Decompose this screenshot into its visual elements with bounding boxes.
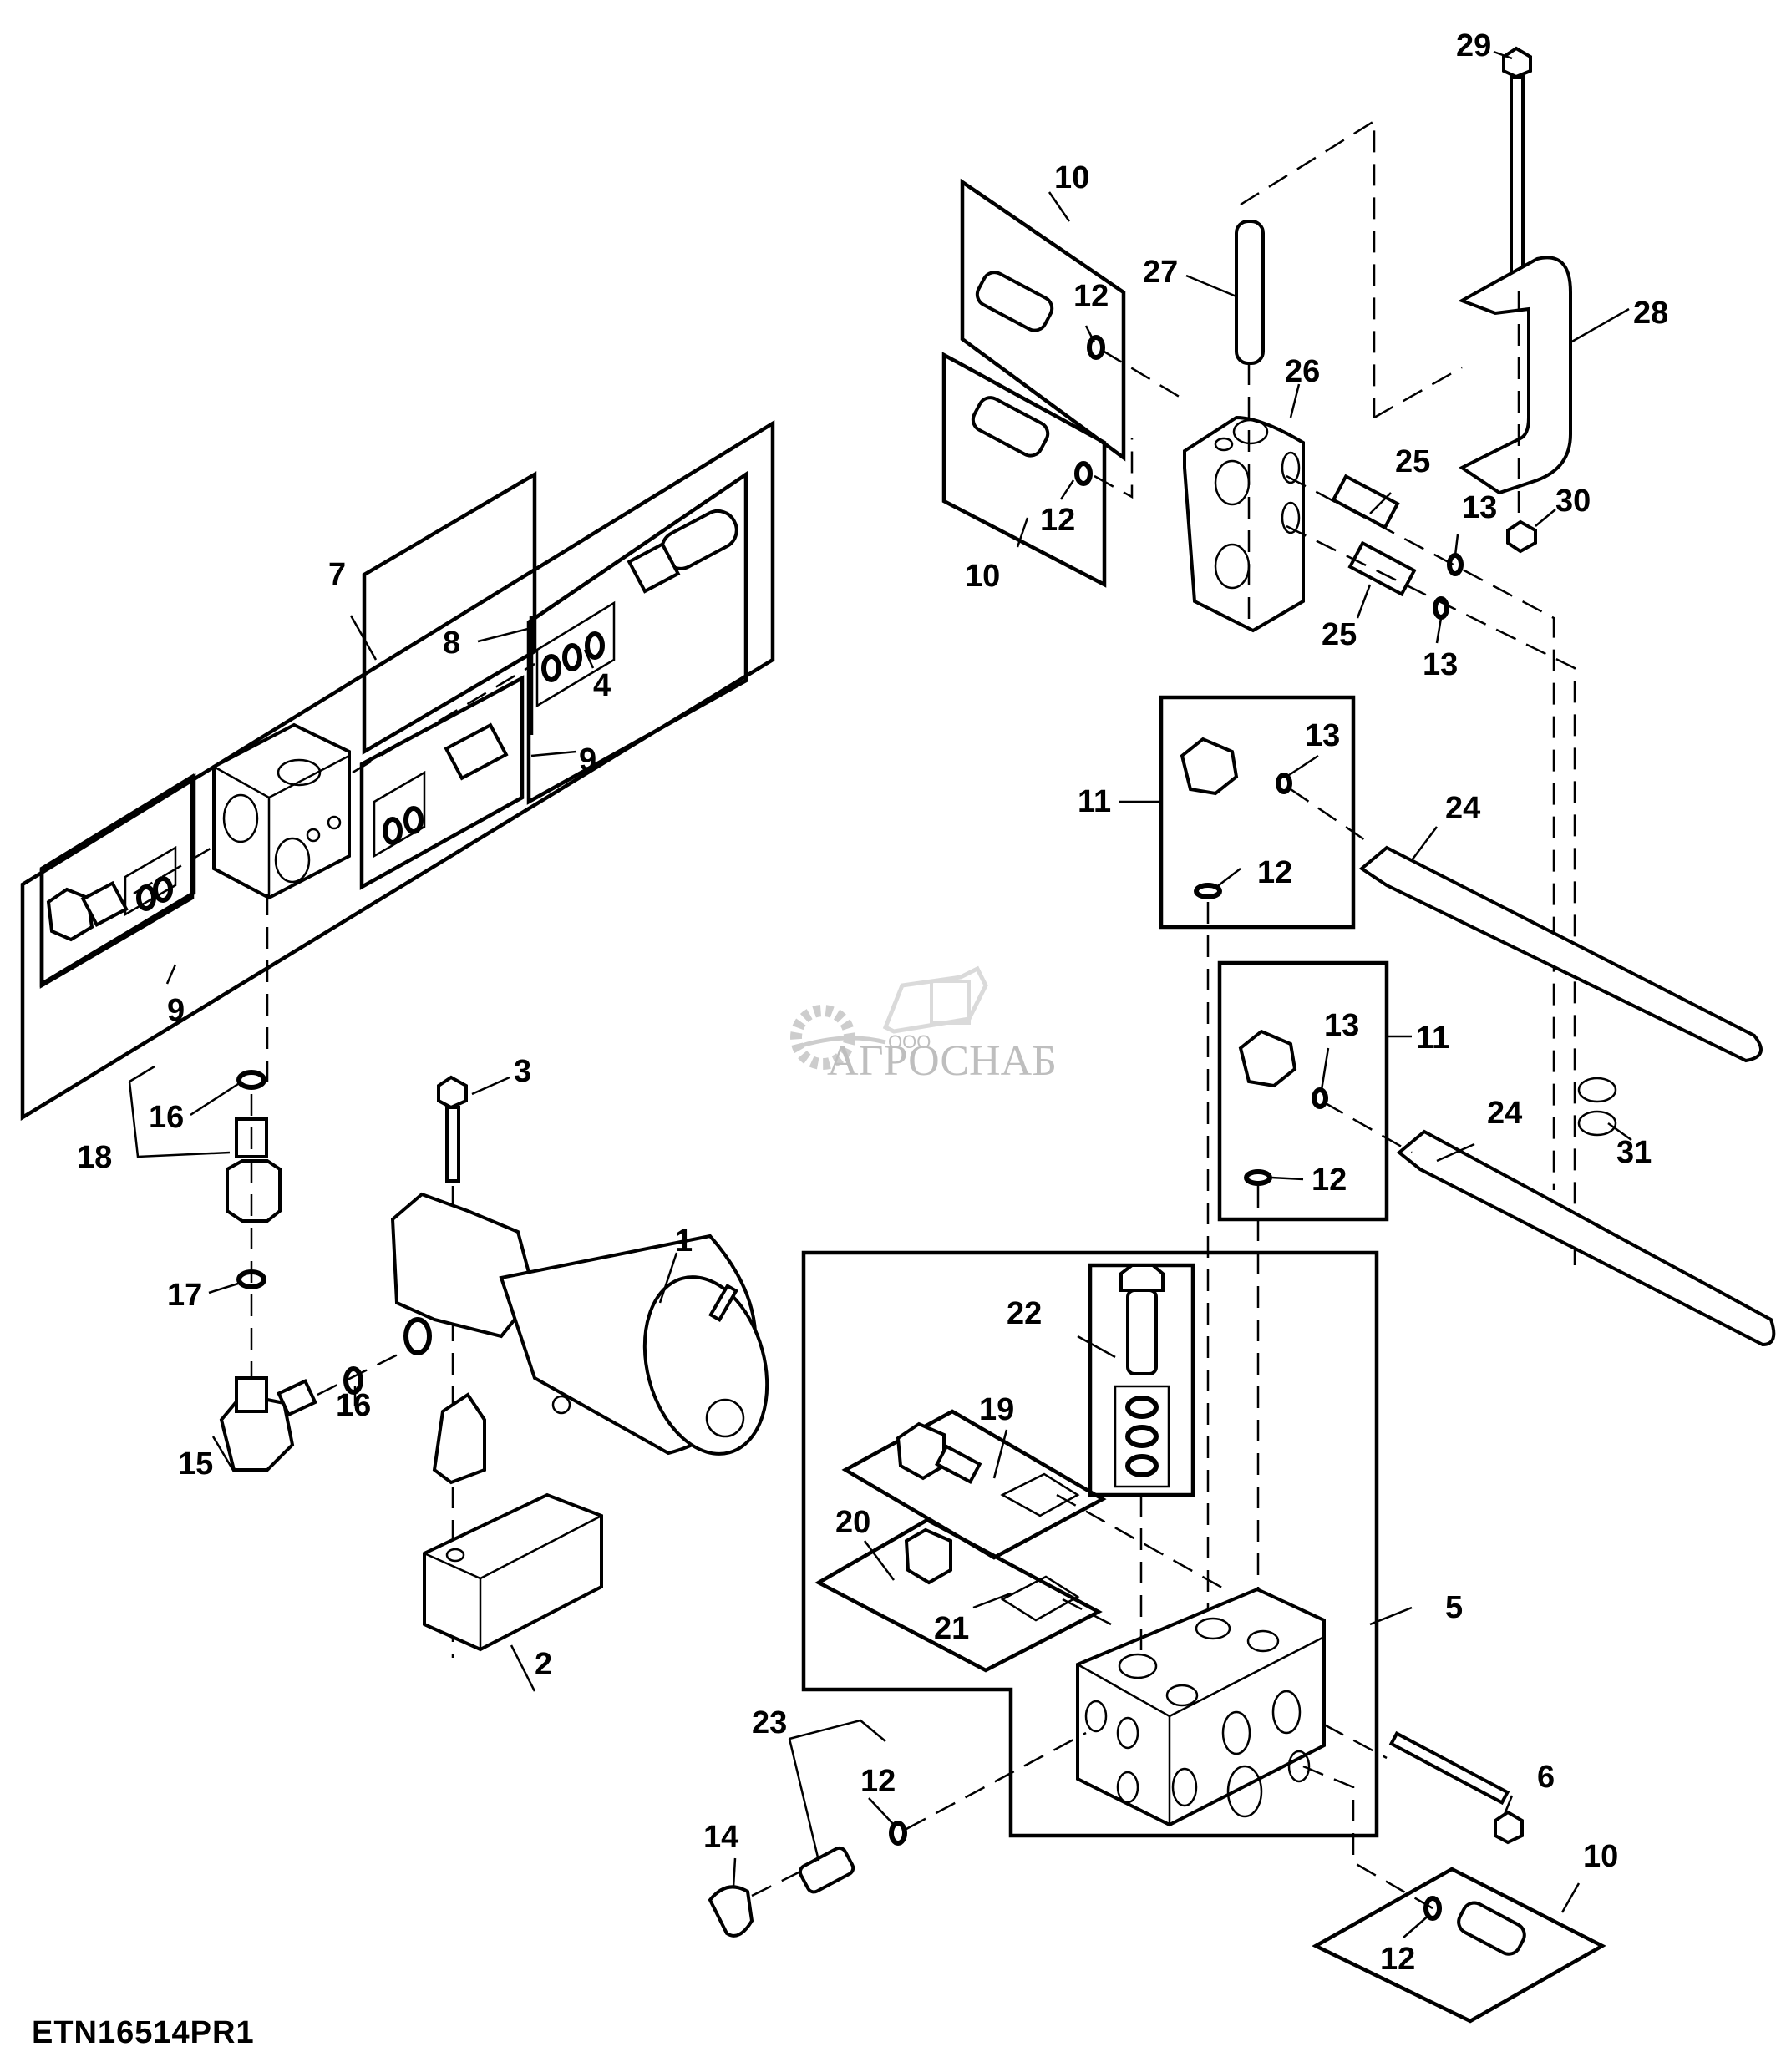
callout-4[interactable]: 4 bbox=[593, 668, 611, 703]
watermark-name: АГРОСНАБ bbox=[827, 1037, 1057, 1085]
hose-clamp-31 bbox=[1577, 1077, 1617, 1137]
electric-motor-pump-1 bbox=[390, 1192, 769, 1485]
callout-9-middle[interactable]: 9 bbox=[579, 742, 596, 778]
callout-16-upper[interactable]: 16 bbox=[149, 1100, 184, 1135]
callout-13-mid-a[interactable]: 13 bbox=[1305, 718, 1340, 753]
subframe-11-upper bbox=[1159, 695, 1356, 930]
solenoid-cartridge-8 bbox=[541, 509, 738, 682]
callout-16-lower[interactable]: 16 bbox=[336, 1388, 371, 1423]
bracket-28 bbox=[1458, 256, 1572, 495]
callout-labels: 7 8 4 9 9 16 18 17 15 16 3 1 2 10 12 12 … bbox=[77, 28, 1668, 1977]
callout-13-upper-a[interactable]: 13 bbox=[1462, 490, 1497, 525]
callout-12-upper-b[interactable]: 12 bbox=[1040, 503, 1075, 538]
assembly-7-frame bbox=[20, 419, 775, 1122]
callout-10-bottom[interactable]: 10 bbox=[1583, 1839, 1618, 1874]
elbow-11-lower bbox=[1238, 1029, 1328, 1186]
callout-12-upper-a[interactable]: 12 bbox=[1073, 279, 1109, 314]
callout-27[interactable]: 27 bbox=[1143, 255, 1178, 290]
callout-14[interactable]: 14 bbox=[703, 1820, 738, 1855]
fitting-18 bbox=[226, 1070, 282, 1289]
callout-12-fitting-23[interactable]: 12 bbox=[860, 1764, 896, 1799]
subframe-5 bbox=[801, 1250, 1379, 1838]
valve-block-5 bbox=[1076, 1587, 1326, 1827]
callout-10-upper[interactable]: 10 bbox=[1054, 160, 1089, 195]
subframe-9-middle bbox=[359, 675, 525, 890]
callout-13-mid-b[interactable]: 13 bbox=[1324, 1008, 1359, 1043]
callout-11-upper[interactable]: 11 bbox=[1078, 784, 1111, 819]
subframe-11-lower bbox=[1217, 960, 1389, 1222]
callout-19[interactable]: 19 bbox=[979, 1392, 1014, 1427]
callout-12-mid-a[interactable]: 12 bbox=[1257, 855, 1292, 890]
callout-6[interactable]: 6 bbox=[1537, 1760, 1555, 1795]
fitting-23 bbox=[798, 1821, 907, 1894]
valve-block-7 bbox=[212, 722, 351, 900]
pressure-switch-10-lower bbox=[971, 396, 1093, 486]
callout-2[interactable]: 2 bbox=[535, 1647, 552, 1682]
callout-22[interactable]: 22 bbox=[1007, 1296, 1042, 1331]
pressure-switch-10-bottom bbox=[1423, 1896, 1526, 1956]
subframe-10-lower bbox=[941, 352, 1107, 588]
elbow-11-upper bbox=[1180, 737, 1292, 899]
subframe-8 bbox=[526, 470, 748, 805]
callout-17[interactable]: 17 bbox=[167, 1278, 202, 1313]
spacer-block-2 bbox=[423, 1492, 603, 1652]
callout-10-lower[interactable]: 10 bbox=[965, 559, 1000, 594]
subframe-10-upper bbox=[960, 178, 1126, 462]
callout-24-upper[interactable]: 24 bbox=[1445, 791, 1480, 826]
subframe-19 bbox=[841, 1409, 1107, 1560]
callout-1[interactable]: 1 bbox=[675, 1223, 693, 1259]
leader-lines bbox=[128, 50, 1632, 1938]
callout-18[interactable]: 18 bbox=[77, 1140, 112, 1175]
callout-20[interactable]: 20 bbox=[835, 1505, 870, 1540]
callout-13-upper-b[interactable]: 13 bbox=[1423, 647, 1458, 682]
cartridge-19 bbox=[896, 1421, 1080, 1517]
callout-23[interactable]: 23 bbox=[752, 1705, 787, 1740]
bolt-6 bbox=[1388, 1730, 1524, 1845]
hose-24-lower bbox=[1396, 1129, 1776, 1347]
fitting-25-lower bbox=[1347, 540, 1449, 620]
callout-24-lower[interactable]: 24 bbox=[1487, 1096, 1522, 1131]
callout-25-upper[interactable]: 25 bbox=[1395, 444, 1430, 479]
callout-15[interactable]: 15 bbox=[178, 1446, 213, 1482]
subframe-9-left bbox=[39, 773, 195, 989]
cartridge-9-middle bbox=[383, 722, 509, 845]
callout-25-lower[interactable]: 25 bbox=[1322, 617, 1357, 652]
watermark-logo: ООО АГРОСНАБ bbox=[790, 965, 1057, 1085]
callout-30[interactable]: 30 bbox=[1555, 484, 1591, 519]
callout-7[interactable]: 7 bbox=[328, 557, 346, 592]
subframe-22 bbox=[1088, 1263, 1195, 1497]
callout-29[interactable]: 29 bbox=[1456, 28, 1491, 63]
callout-26[interactable]: 26 bbox=[1285, 354, 1320, 389]
callout-3[interactable]: 3 bbox=[514, 1054, 531, 1089]
hose-24-upper bbox=[1358, 845, 1763, 1063]
subframe-10-bottom bbox=[1312, 1867, 1606, 2024]
callout-11-lower[interactable]: 11 bbox=[1416, 1021, 1449, 1056]
cartridge-20 bbox=[904, 1527, 1080, 1622]
dust-cap-14 bbox=[708, 1885, 754, 1938]
watermark-prefix: ООО bbox=[888, 1031, 931, 1052]
callout-28[interactable]: 28 bbox=[1633, 296, 1668, 331]
tube-27 bbox=[1235, 220, 1265, 365]
nut-30 bbox=[1506, 519, 1537, 554]
callout-5[interactable]: 5 bbox=[1445, 1590, 1463, 1625]
callout-21[interactable]: 21 bbox=[934, 1611, 969, 1646]
manifold-26 bbox=[1183, 415, 1305, 633]
bolt-3 bbox=[437, 1075, 468, 1183]
subframe-20 bbox=[814, 1517, 1103, 1673]
plug-9-left bbox=[46, 876, 173, 942]
callout-9-left[interactable]: 9 bbox=[167, 993, 185, 1028]
cartridge-22 bbox=[1114, 1264, 1170, 1488]
bolt-29 bbox=[1502, 46, 1532, 291]
callout-12-mid-b[interactable]: 12 bbox=[1312, 1163, 1347, 1198]
callout-8[interactable]: 8 bbox=[443, 626, 460, 661]
pressure-switch-10-upper bbox=[975, 271, 1105, 360]
figure-id: ETN16514PR1 bbox=[32, 2015, 255, 2050]
callout-12-bottom[interactable]: 12 bbox=[1380, 1942, 1415, 1977]
callout-31[interactable]: 31 bbox=[1616, 1135, 1652, 1170]
